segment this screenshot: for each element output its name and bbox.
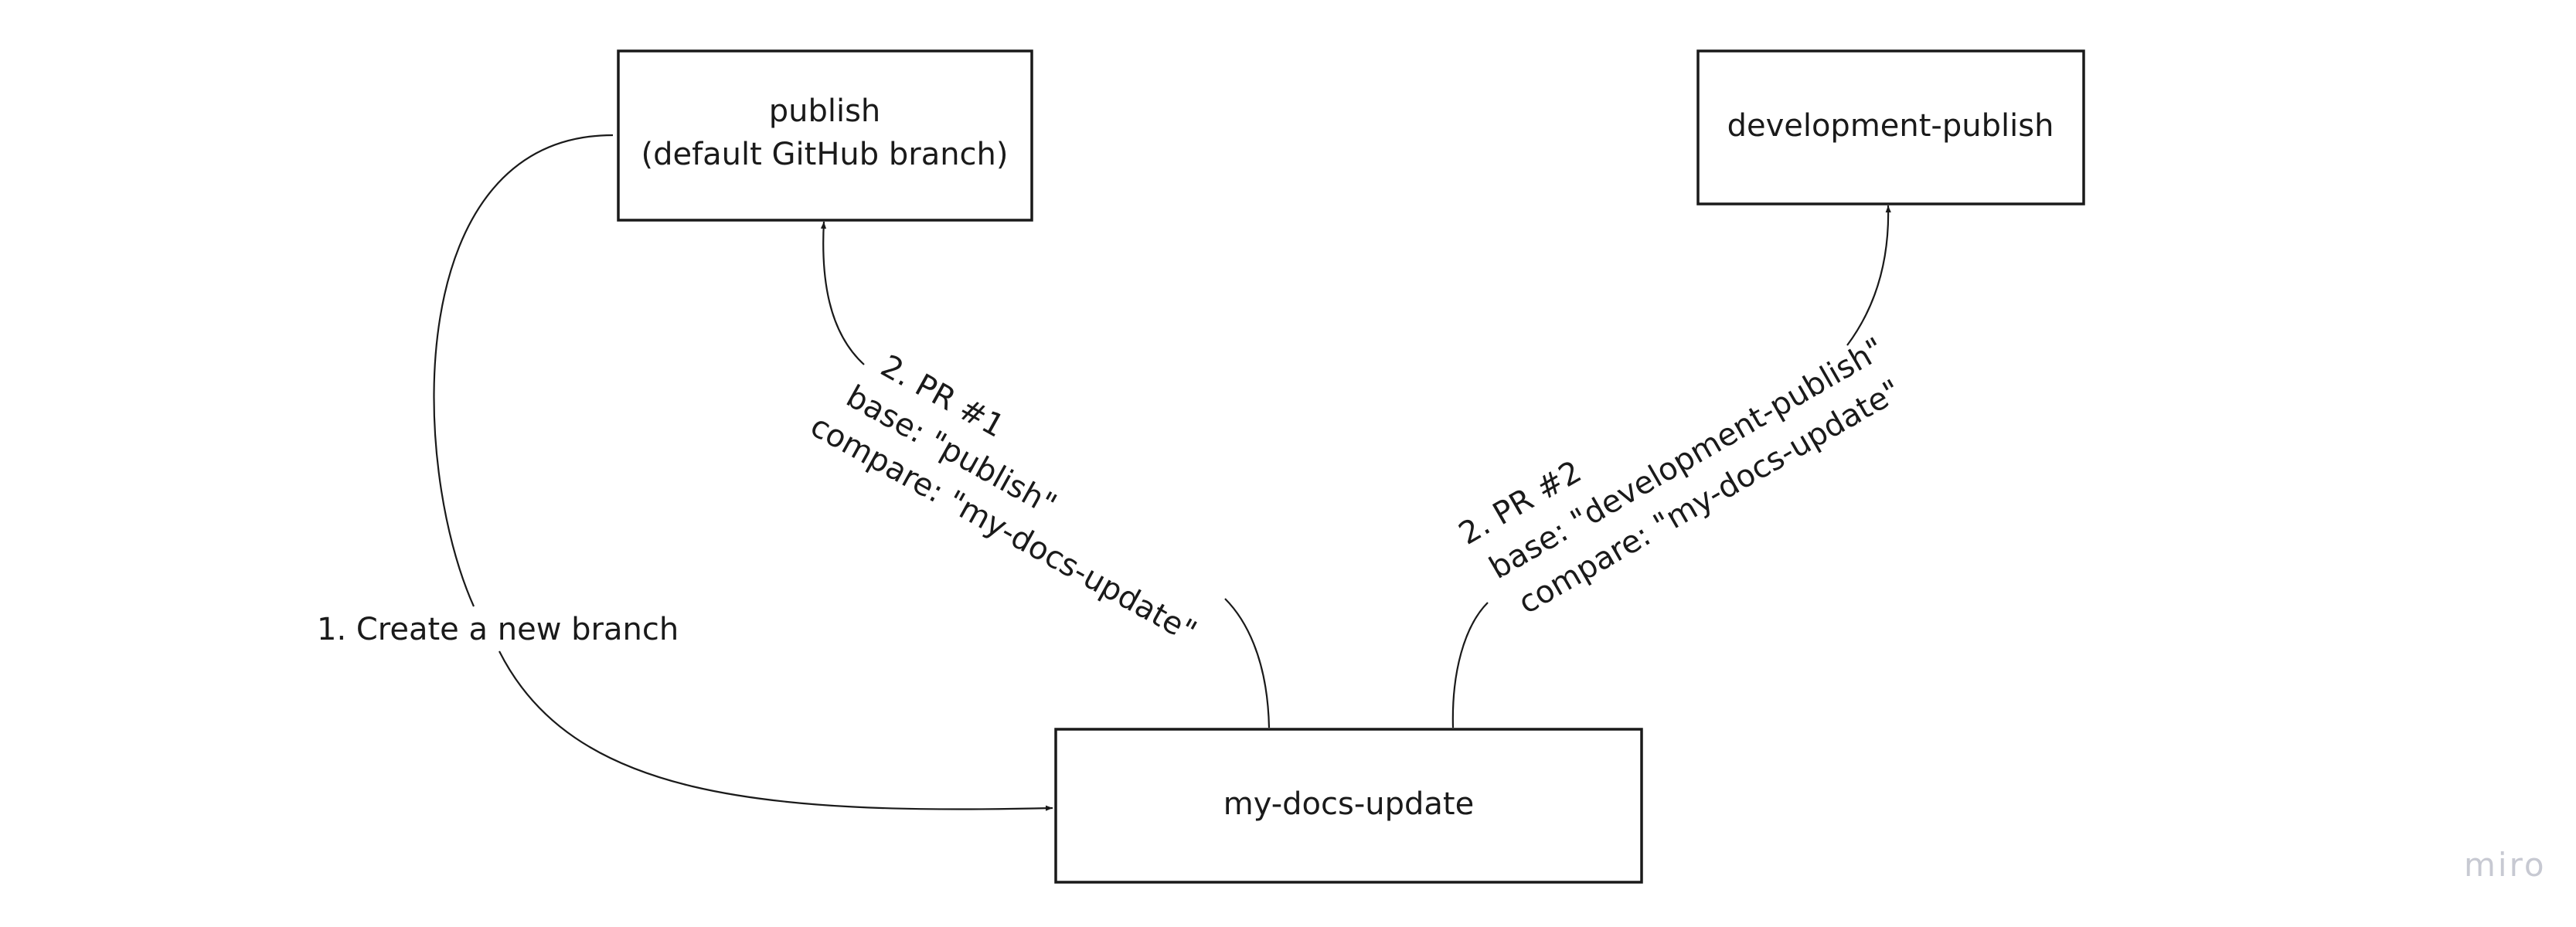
- node-development-publish-label: development-publish: [1727, 108, 2054, 144]
- edge-create-branch: [433, 134, 614, 607]
- node-my-docs-update-label: my-docs-update: [1223, 786, 1474, 822]
- edge-pr1-lower: [1224, 598, 1271, 728]
- edge-pr1-upper: [820, 221, 865, 365]
- edge-create-branch-lower: [499, 650, 1053, 811]
- edge-pr2-lower: [1451, 602, 1489, 728]
- miro-watermark: miro: [2464, 846, 2547, 884]
- edge-label-pr1-line3: compare: "my-docs-update": [805, 408, 1203, 650]
- edge-label-pr2-line2: base: "development-publish": [1483, 331, 1890, 586]
- edge-label-create-branch: 1. Create a new branch: [317, 612, 679, 647]
- node-publish-title: publish: [769, 93, 881, 129]
- node-my-docs-update: my-docs-update: [1054, 728, 1643, 884]
- edge-label-pr1: 2. PR #1 base: "publish" compare: "my-do…: [805, 348, 1203, 650]
- edge-label-pr2: 2. PR #2 base: "development-publish" com…: [1453, 331, 1907, 621]
- edge-label-pr2-line3: compare: "my-docs-update": [1513, 373, 1907, 621]
- node-development-publish: development-publish: [1696, 49, 2085, 205]
- node-publish: publish (default GitHub branch): [617, 49, 1033, 222]
- edge-pr2-upper: [1846, 205, 1891, 346]
- node-publish-subtitle: (default GitHub branch): [641, 137, 1008, 172]
